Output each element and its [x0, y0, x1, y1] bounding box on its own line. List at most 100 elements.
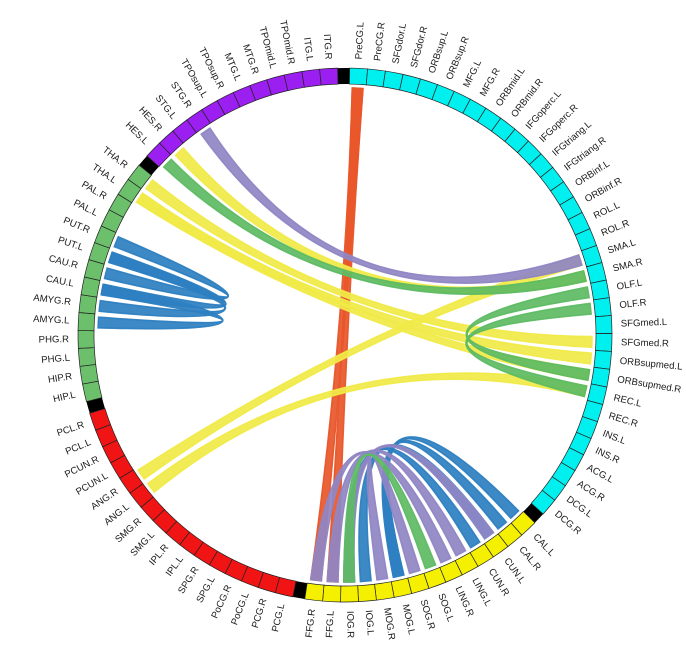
region-label: OLF.R: [619, 297, 647, 311]
region-segment-precg-r: [365, 68, 386, 88]
region-label: INS.R: [593, 446, 621, 467]
region-label: SFGdor.R: [409, 25, 430, 69]
connection-ribbon: [465, 302, 592, 398]
region-segment-iog-r: [340, 585, 359, 603]
connection-ribbon: [465, 286, 591, 382]
region-segment-itg-l: [301, 68, 322, 88]
region-label: PCL.L: [64, 437, 93, 458]
region-label: MTG.L: [222, 51, 244, 83]
region-segment-hip-l: [82, 380, 103, 403]
region-segment-itg-r: [319, 67, 339, 86]
region-segment-pcl-r: [89, 408, 111, 431]
region-label: SFGmed.R: [621, 337, 669, 349]
region-label: ACG.L: [585, 462, 616, 486]
region-label: PAL.L: [72, 198, 100, 219]
connection-ribbon: [309, 451, 452, 582]
region-segment-sfgmed-l: [594, 315, 613, 334]
region-label: PUT.L: [56, 235, 85, 254]
region-label: TPOmid.L: [257, 25, 279, 70]
connection-ribbon: [382, 436, 520, 579]
connection-ribbon: [200, 127, 583, 284]
connection-ribbon: [98, 251, 227, 318]
region-label: ITG.L: [301, 37, 315, 63]
connections-layer: [97, 87, 593, 583]
connection-ribbon: [145, 178, 593, 349]
region-label: IPL.R: [147, 542, 171, 567]
region-label: PreCG.R: [372, 22, 388, 62]
connection-ribbon: [326, 449, 467, 583]
region-label: IOG.L: [363, 610, 376, 637]
region-label: SPG.L: [194, 574, 218, 605]
region-segment-ffg-r: [304, 582, 325, 602]
region-label: SFGdor.L: [391, 22, 410, 65]
region-label: PHG.R: [39, 334, 70, 346]
region-label: CAU.R: [47, 253, 79, 271]
region-label: ROL.L: [592, 200, 622, 222]
region-label: PHG.L: [41, 353, 71, 366]
region-label: SFGmed.L: [621, 317, 668, 330]
connection-ribbon: [343, 453, 437, 583]
region-label: MFG.L: [461, 58, 484, 90]
region-label: ORBsupmed.R: [616, 374, 682, 395]
region-label: REC.R: [607, 411, 639, 430]
region-label: OLF.L: [616, 277, 644, 292]
region-label: PUT.R: [62, 215, 92, 236]
region-label: PoCG.L: [229, 590, 252, 626]
region-label: ITG.R: [321, 34, 334, 60]
connection-ribbon: [162, 158, 588, 295]
region-label: IPL.L: [164, 554, 187, 579]
region-label: THA.L: [90, 162, 119, 187]
region-label: AMYG.L: [33, 314, 70, 327]
region-label: SMA.L: [606, 237, 637, 256]
region-segment-tha-r: [127, 164, 152, 190]
region-segment-ffg-l: [322, 584, 342, 603]
region-label: HIP.R: [47, 371, 73, 386]
group-gap-segment: [337, 68, 350, 85]
region-label: AMYG.R: [33, 293, 72, 308]
region-label: INS.L: [601, 428, 628, 447]
group-gap-segment: [139, 155, 159, 176]
region-segment-sfgmed-r: [595, 333, 613, 352]
region-label: PAL.R: [80, 179, 109, 202]
connection-ribbon: [97, 283, 224, 330]
region-segment-dcg-r: [530, 489, 556, 515]
region-label: PreCG.L: [354, 21, 367, 59]
region-segment-hip-r: [79, 364, 99, 385]
region-label: FFG.L: [324, 610, 336, 638]
region-segment-olf-l: [590, 279, 610, 301]
region-segment-olf-r: [593, 297, 612, 318]
region-segment-mog-r: [374, 581, 395, 601]
region-segment-tpomid-r: [283, 71, 305, 92]
region-segment-phg-l: [77, 347, 97, 367]
region-label: LING.R: [453, 585, 476, 619]
connection-ribbon: [135, 192, 593, 365]
region-label: ORBsupmed.L: [619, 356, 683, 373]
group-gap-segment: [86, 397, 106, 414]
region-label: REC.L: [612, 393, 643, 410]
region-label: LING.L: [470, 576, 494, 609]
group-gap-segment: [292, 581, 308, 599]
region-label: HES.L: [123, 120, 151, 148]
region-segment-precg-l: [349, 67, 368, 86]
group-gap-segment: [523, 503, 544, 523]
region-label: ROL.R: [600, 218, 631, 239]
region-label: TPOmid.R: [277, 19, 297, 65]
region-label: SMA.R: [612, 257, 644, 275]
region-label: MOG.L: [400, 603, 418, 636]
region-segment-amyg-l: [77, 312, 96, 332]
region-label: PCG.L: [270, 602, 287, 633]
region-segment-amyg-r: [78, 294, 98, 315]
region-label: IOG.R: [344, 611, 355, 638]
region-ring: [77, 67, 613, 603]
region-label: PoCG.R: [209, 583, 234, 620]
region-label: SOG.L: [435, 592, 456, 624]
region-segment-orbsupmed-r: [590, 366, 611, 388]
region-label: CAU.L: [45, 274, 75, 290]
region-segment-iog-l: [357, 583, 377, 603]
region-label: PCG.R: [250, 597, 269, 629]
region-segment-phg-r: [77, 330, 95, 349]
region-label: MTG.R: [240, 43, 260, 76]
region-label: HIP.L: [52, 389, 77, 405]
